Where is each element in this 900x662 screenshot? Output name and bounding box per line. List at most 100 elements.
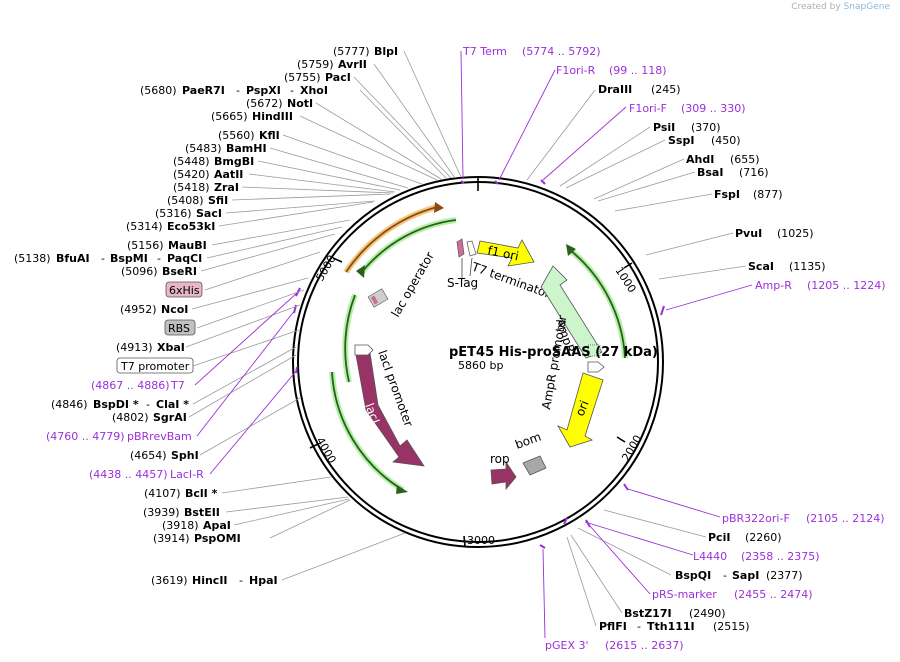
site-ncoi-pos: (4952)	[120, 303, 157, 316]
primer-pbr322orif-name: pBR322ori-F	[722, 512, 790, 525]
primer-pgex3-name: pGEX 3'	[545, 639, 589, 652]
bom-label: bom	[513, 430, 543, 452]
ruler-3000: 3000	[467, 534, 495, 547]
site-paer7i-n3: XhoI	[300, 84, 328, 97]
site-paci-name: PacI	[325, 71, 351, 84]
site-saci-pos: (5316)	[155, 207, 192, 220]
ruler-4000: 4000	[313, 435, 338, 466]
primer-mark-t7term	[460, 180, 465, 184]
site-bfuai-name: BfuAI	[56, 252, 90, 265]
green-arc-bottom-arrowhead	[396, 485, 408, 494]
site-apai-pos: (3918)	[162, 519, 199, 532]
primer-mark-f1orir	[494, 180, 499, 185]
site-fspi-pos: (877)	[753, 188, 783, 201]
site-scai-name: ScaI	[748, 260, 774, 273]
site-bamhi-pos: (5483)	[185, 142, 222, 155]
site-draiii-name: DraIII	[598, 83, 632, 96]
site-sgrai-pos: (4802)	[112, 411, 149, 424]
site-bseri-name: BseRI	[162, 265, 197, 278]
primer-l4440-range: (2358 .. 2375)	[741, 550, 820, 563]
primer-mark-prsmarker	[585, 519, 591, 528]
site-fspi-name: FspI	[714, 188, 740, 201]
site-bspdi-n2: ClaI *	[156, 398, 189, 411]
site-hindiii-pos: (5665)	[211, 110, 248, 123]
site-ncoi-name: NcoI	[161, 303, 188, 316]
primer-pbr322orif-range: (2105 .. 2124)	[806, 512, 885, 525]
site-psii-pos: (370)	[691, 121, 721, 134]
site-bspdi-name: BspDI *	[93, 398, 139, 411]
plasmid-name: pET45 His-proSAAS (27 kDa)	[449, 345, 658, 360]
site-pflfi-pos: (2515)	[713, 620, 750, 633]
laci-feature	[355, 352, 425, 467]
ruler-1000: 1000	[612, 265, 638, 296]
site-apai-name: ApaI	[203, 519, 231, 532]
site-bamhi-name: BamHI	[226, 142, 267, 155]
site-hindiii-name: HindIII	[252, 110, 293, 123]
site-bstz17i-name: BstZ17I	[624, 607, 672, 620]
site-zrai-name: ZraI	[214, 181, 239, 194]
site-bfuai-n3: PaqCI	[167, 252, 202, 265]
lac-operator-label: lac operator	[388, 249, 437, 319]
ampr-feature	[540, 265, 603, 359]
laci-promoter-feature	[354, 344, 374, 356]
ori-label: ori	[573, 398, 592, 418]
site-ahdi-name: AhdI	[686, 153, 714, 166]
site-pcii-pos: (2260)	[745, 531, 782, 544]
site-eco53ki-name: Eco53kI	[167, 220, 215, 233]
ampr-signal-feature	[587, 344, 601, 357]
site-bseri-pos: (5096)	[121, 265, 158, 278]
primer-mark-pgex3	[539, 544, 546, 549]
site-bmgbi-pos: (5448)	[173, 155, 210, 168]
site-bcli-pos: (4107)	[144, 487, 181, 500]
site-bsai-pos: (716)	[739, 166, 769, 179]
ruler-5000: 5000	[313, 253, 338, 284]
site-blpi-name: BlpI	[374, 45, 398, 58]
site-bspqi-n2: SapI	[732, 569, 759, 582]
rop-label: rop	[490, 452, 510, 466]
primer-ampr-name: Amp-R	[755, 279, 792, 292]
orange-arc-arrowhead	[434, 202, 444, 213]
t7-terminator-leader	[469, 257, 473, 277]
his-tag-mark	[370, 295, 379, 305]
primer-f1orir-range: (99 .. 118)	[609, 64, 667, 77]
site-bsteii-pos: (3939)	[143, 506, 180, 519]
site-paer7i-pos: (5680)	[140, 84, 177, 97]
site-xbai-name: XbaI	[157, 341, 185, 354]
his-tag-label: 6xHis	[169, 284, 200, 297]
s-tag-label: S-Tag	[447, 276, 478, 290]
primer-mark-pbr322orif	[623, 483, 629, 491]
primer-f1orif-name: F1ori-F	[629, 102, 667, 115]
site-paer7i-sep1: -	[236, 84, 240, 97]
site-saci-name: SacI	[196, 207, 222, 220]
site-maubi-name: MauBI	[168, 239, 207, 252]
primer-prsmarker-name: pRS-marker	[652, 588, 717, 601]
s-tag-feature	[456, 238, 465, 258]
tick-4000	[309, 443, 319, 449]
site-bspdi-sep: -	[146, 398, 150, 411]
site-kfli-name: KflI	[259, 129, 280, 142]
t7-promoter-label: T7 promoter	[120, 360, 190, 373]
lac-operator-feature	[367, 288, 389, 308]
site-bspqi-name: BspQI	[675, 569, 711, 582]
green-arcs	[329, 217, 628, 494]
t7-promoter-box	[116, 357, 194, 374]
site-hincii-sep: -	[239, 574, 243, 587]
primer-f1orir-name: F1ori-R	[556, 64, 596, 77]
site-paer7i-name: PaeR7I	[182, 84, 225, 97]
site-noti-pos: (5672)	[246, 97, 283, 110]
site-pflfi-sep: -	[637, 620, 641, 633]
site-bsai-name: BsaI	[697, 166, 723, 179]
primer-pgex3-range: (2615 .. 2637)	[605, 639, 684, 652]
f1-ori-feature	[476, 239, 535, 267]
site-pvui-name: PvuI	[735, 227, 762, 240]
site-pflfi-n2: Tth111I	[647, 620, 695, 633]
site-bfuai-pos: (5138)	[14, 252, 51, 265]
snapgene-logo: SnapGene	[843, 2, 890, 12]
site-noti-name: NotI	[287, 97, 313, 110]
tick-2000	[616, 436, 626, 443]
site-pflfi-name: PflFI	[599, 620, 627, 633]
right-site-labels: T7 Term (5774 .. 5792) F1ori-R (99 .. 11…	[462, 45, 886, 652]
green-arc-top-glow	[359, 217, 457, 274]
site-hincii-name: HincII	[192, 574, 228, 587]
site-bstz17i-pos: (2490)	[689, 607, 726, 620]
